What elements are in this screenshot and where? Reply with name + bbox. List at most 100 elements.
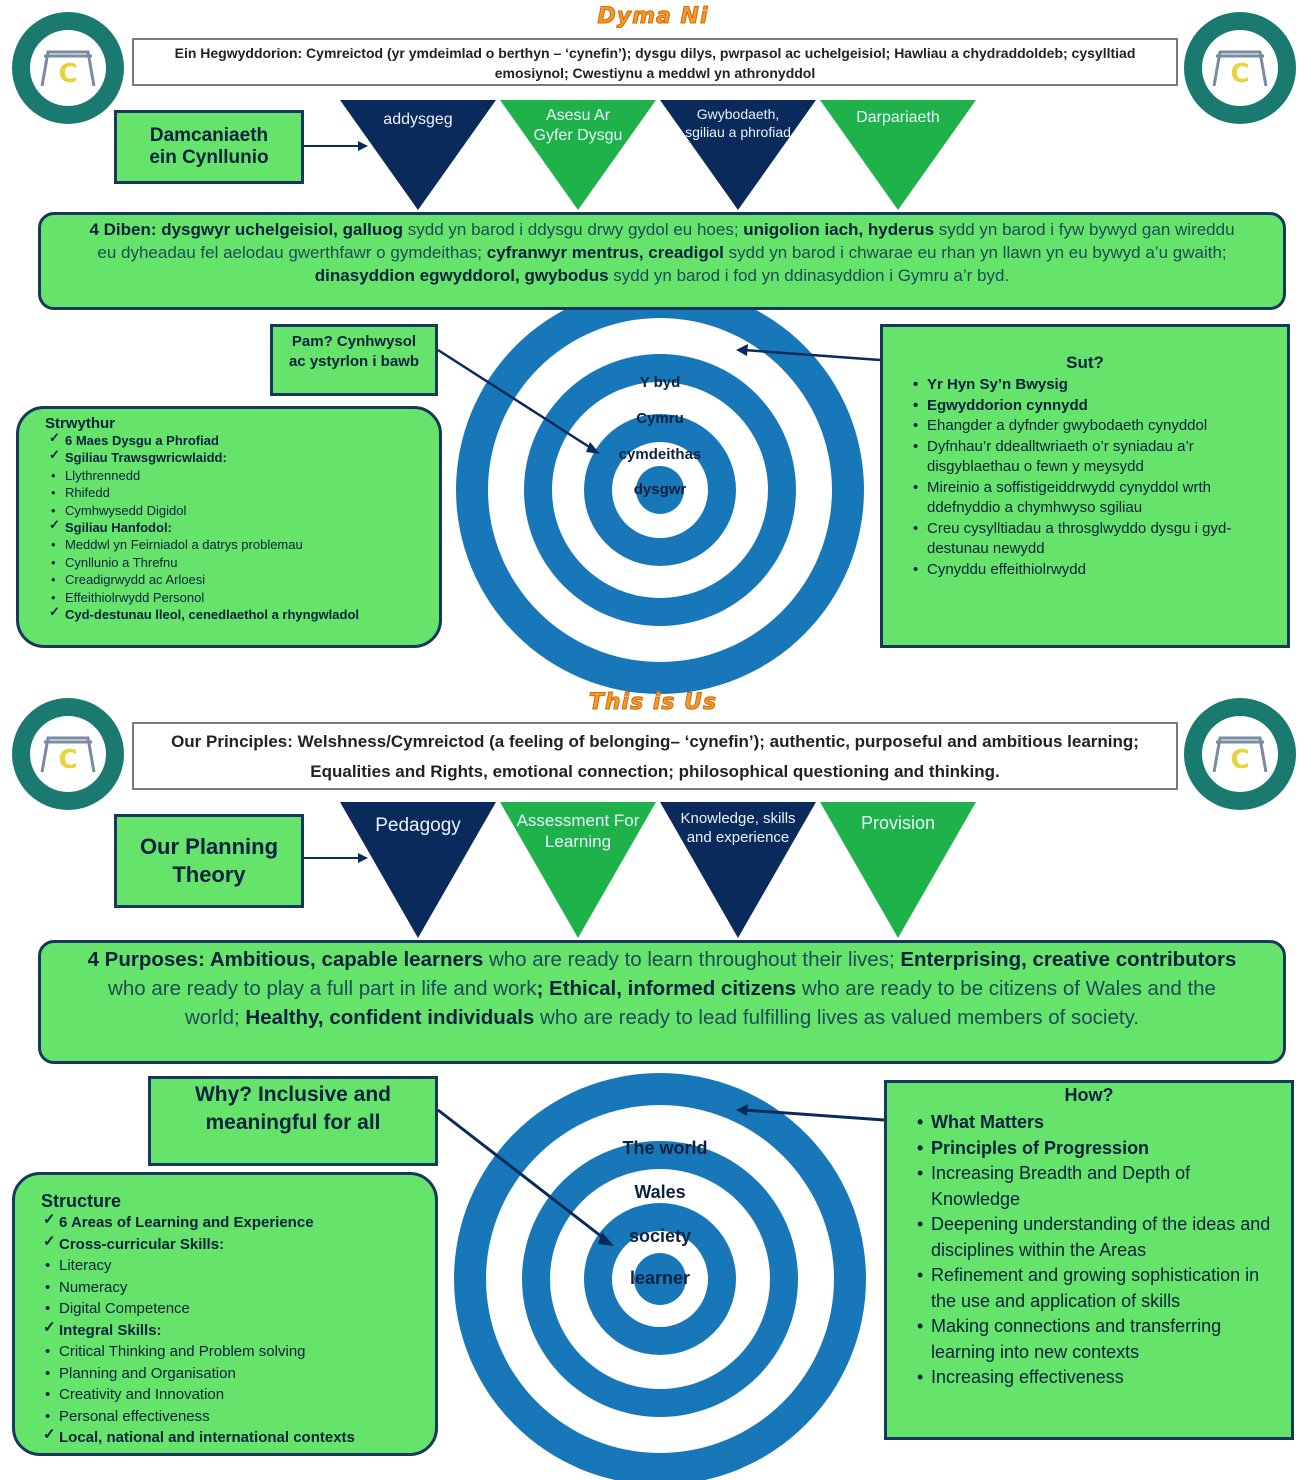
logo-letters: C [58, 59, 77, 89]
how-item: Egwyddorion cynnydd [913, 396, 1273, 417]
ring-label-learner-2: learner [629, 1268, 691, 1288]
structure-item: Rhifedd [51, 484, 425, 502]
how-title-2: How? [1064, 1085, 1114, 1105]
how-item: Ehangder a dyfnder gwybodaeth cynyddol [913, 416, 1273, 437]
school-logo-right: C [1184, 12, 1296, 124]
structure-title: Strwythur [45, 415, 116, 432]
triangle-assessment [500, 100, 656, 210]
structure-item: Sgiliau Hanfodol: [49, 516, 425, 536]
structure-item: Cynllunio a Threfnu [51, 554, 425, 572]
how-item: Yr Hyn Sy’n Bwysig [913, 375, 1273, 396]
structure-item: Creadigrwydd ac Arloesi [51, 571, 425, 589]
english-diagram-graphics [304, 802, 976, 1480]
structure-item: Sgiliau Trawsgwricwlaidd: [49, 446, 425, 466]
purpose-3-bold-2: ; Ethical, informed citizens [536, 977, 797, 1000]
purpose-1-bold: 4 Diben: dysgwyr uchelgeisiol, galluog [89, 220, 404, 239]
ring-label-world: Y byd [639, 374, 681, 391]
purposes-box-2: 4 Purposes: Ambitious, capable learners … [38, 940, 1286, 1064]
triangle-label-3: Gwybodaeth, sgiliau a phrofiad [685, 106, 791, 140]
how-box-2: How? What MattersPrinciples of Progressi… [884, 1080, 1294, 1440]
structure-item: Meddwl yn Feirniadol a datrys problemau [51, 536, 425, 554]
triangle-provision-2 [820, 802, 976, 938]
svg-text:C: C [1230, 745, 1249, 775]
how-item: Principles of Progression [917, 1136, 1277, 1162]
how-arrow [743, 348, 881, 362]
how-item: Increasing effectiveness [917, 1365, 1277, 1391]
purpose-3-text: sydd yn barod i chwarae eu rhan yn llawn… [723, 243, 1227, 262]
why-box-2: Why? Inclusive and meaningful for all [148, 1076, 438, 1166]
triangle-label-1-2: Pedagogy [375, 815, 461, 836]
triangle-label-1: addysgeg [383, 111, 453, 128]
how-box: Sut? Yr Hyn Sy’n BwysigEgwyddorion cynny… [880, 324, 1290, 648]
triangle-label-2-2: Assessment For Learning [516, 811, 640, 852]
structure-box: Strwythur 6 Maes Dysgu a PhrofiadSgiliau… [16, 406, 442, 648]
purpose-4-text: sydd yn barod i fod yn ddinasyddion i Gy… [608, 266, 1010, 285]
how-list-2: What MattersPrinciples of ProgressionInc… [917, 1110, 1277, 1391]
ring-label-wales-2: Wales [634, 1182, 686, 1202]
school-logo-right-2: C [1184, 698, 1296, 810]
how-item: Increasing Breadth and Depth of Knowledg… [917, 1161, 1277, 1212]
structure-item: Literacy [45, 1255, 421, 1277]
svg-text:C: C [1230, 59, 1249, 89]
how-title: Sut? [1066, 353, 1104, 372]
english-heading: This is Us [588, 690, 718, 716]
purpose-3-bold: cyfranwyr mentrus, creadigol [486, 243, 724, 262]
structure-list-2: 6 Areas of Learning and ExperienceCross-… [43, 1209, 421, 1449]
planning-theory-box-2: Our Planning Theory [114, 814, 304, 908]
why-arrow [437, 348, 595, 452]
structure-title-2: Structure [41, 1191, 122, 1211]
how-item: Deepening understanding of the ideas and… [917, 1212, 1277, 1263]
planning-theory-box: Damcaniaeth ein Cynllunio [114, 110, 304, 184]
structure-item: 6 Maes Dysgu a Phrofiad [49, 429, 425, 449]
structure-list: 6 Maes Dysgu a PhrofiadSgiliau Trawsgwri… [49, 429, 425, 623]
structure-item: Cyd-destunau lleol, cenedlaethol a rhyng… [49, 603, 425, 623]
target-center [636, 466, 684, 514]
purpose-1-text-2: who are ready to learn throughout their … [483, 948, 901, 971]
structure-item: Cymhwysedd Digidol [51, 502, 425, 520]
triangle-label-3-2: Knowledge, skills and experience [680, 810, 796, 846]
how-item: Cynyddu effeithiolrwydd [913, 560, 1273, 581]
triangle-pedagogy-2 [340, 802, 496, 938]
structure-item: Llythrennedd [51, 467, 425, 485]
triangle-knowledge-2 [660, 802, 816, 938]
welsh-section: Dyma Ni C C Ein Hegwyddorion: Cymreictod… [0, 0, 1306, 740]
ring-label-wales: Cymru [636, 410, 684, 427]
purpose-2-bold: unigolion iach, hyderus [743, 220, 935, 239]
purpose-4-bold-2: Healthy, confident individuals [245, 1006, 535, 1029]
structure-item: Digital Competence [45, 1298, 421, 1320]
welsh-heading: Dyma Ni [597, 4, 709, 30]
ring-label-society-2: society [628, 1226, 692, 1246]
structure-item: Creativity and Innovation [45, 1384, 421, 1406]
triangle-pedagogy [340, 100, 496, 210]
how-list: Yr Hyn Sy’n BwysigEgwyddorion cynnyddEha… [913, 375, 1273, 581]
purpose-2-text-2: who are ready to play a full part in lif… [108, 977, 537, 1000]
school-logo-left-2: C [12, 698, 124, 810]
english-section: This is Us C C Our Principles: Welshness… [0, 690, 1306, 1480]
structure-item: Numeracy [45, 1277, 421, 1299]
structure-item: Planning and Organisation [45, 1363, 421, 1385]
why-box: Pam? Cynhwysol ac ystyrlon i bawb [270, 324, 438, 396]
triangle-label-2: Asesu Ar Gyfer Dysgu [533, 107, 623, 144]
structure-item: Effeithiolrwydd Personol [51, 589, 425, 607]
how-item: Mireinio a soffistigeiddrwydd cynyddol w… [913, 478, 1273, 519]
purpose-4-text-2: who are ready to lead fulfilling lives a… [534, 1006, 1139, 1029]
how-item: Making connections and transferring lear… [917, 1314, 1277, 1365]
principles-box-2: Our Principles: Welshness/Cymreictod (a … [132, 722, 1178, 790]
purpose-2-bold-2: Enterprising, creative contributors [900, 948, 1237, 971]
triangle-provision [820, 100, 976, 210]
purpose-4-bold: dinasyddion egwyddorol, gwybodus [314, 266, 609, 285]
how-item: Dyfnhau’r ddealltwriaeth o’r syniadau a’… [913, 437, 1273, 478]
triangle-label-4: Darpariaeth [856, 109, 940, 126]
purpose-1-bold-2: 4 Purposes: Ambitious, capable learners [87, 948, 484, 971]
how-item: Creu cysylltiadau a throsglwyddo dysgu i… [913, 519, 1273, 560]
triangle-label-4-2: Provision [860, 813, 936, 833]
triangle-knowledge [660, 100, 816, 210]
ring-label-learner: dysgwr [633, 481, 687, 498]
svg-text:C: C [58, 745, 77, 775]
how-item: What Matters [917, 1110, 1277, 1136]
purpose-1-text: sydd yn barod i ddysgu drwy gydol eu hoe… [403, 220, 744, 239]
structure-item: Integral Skills: [43, 1317, 421, 1342]
triangle-assessment-2 [500, 802, 656, 938]
welsh-diagram-graphics [304, 100, 976, 694]
purpose-2-text: sydd yn barod i fyw bywyd gan wireddu eu… [97, 220, 1235, 262]
